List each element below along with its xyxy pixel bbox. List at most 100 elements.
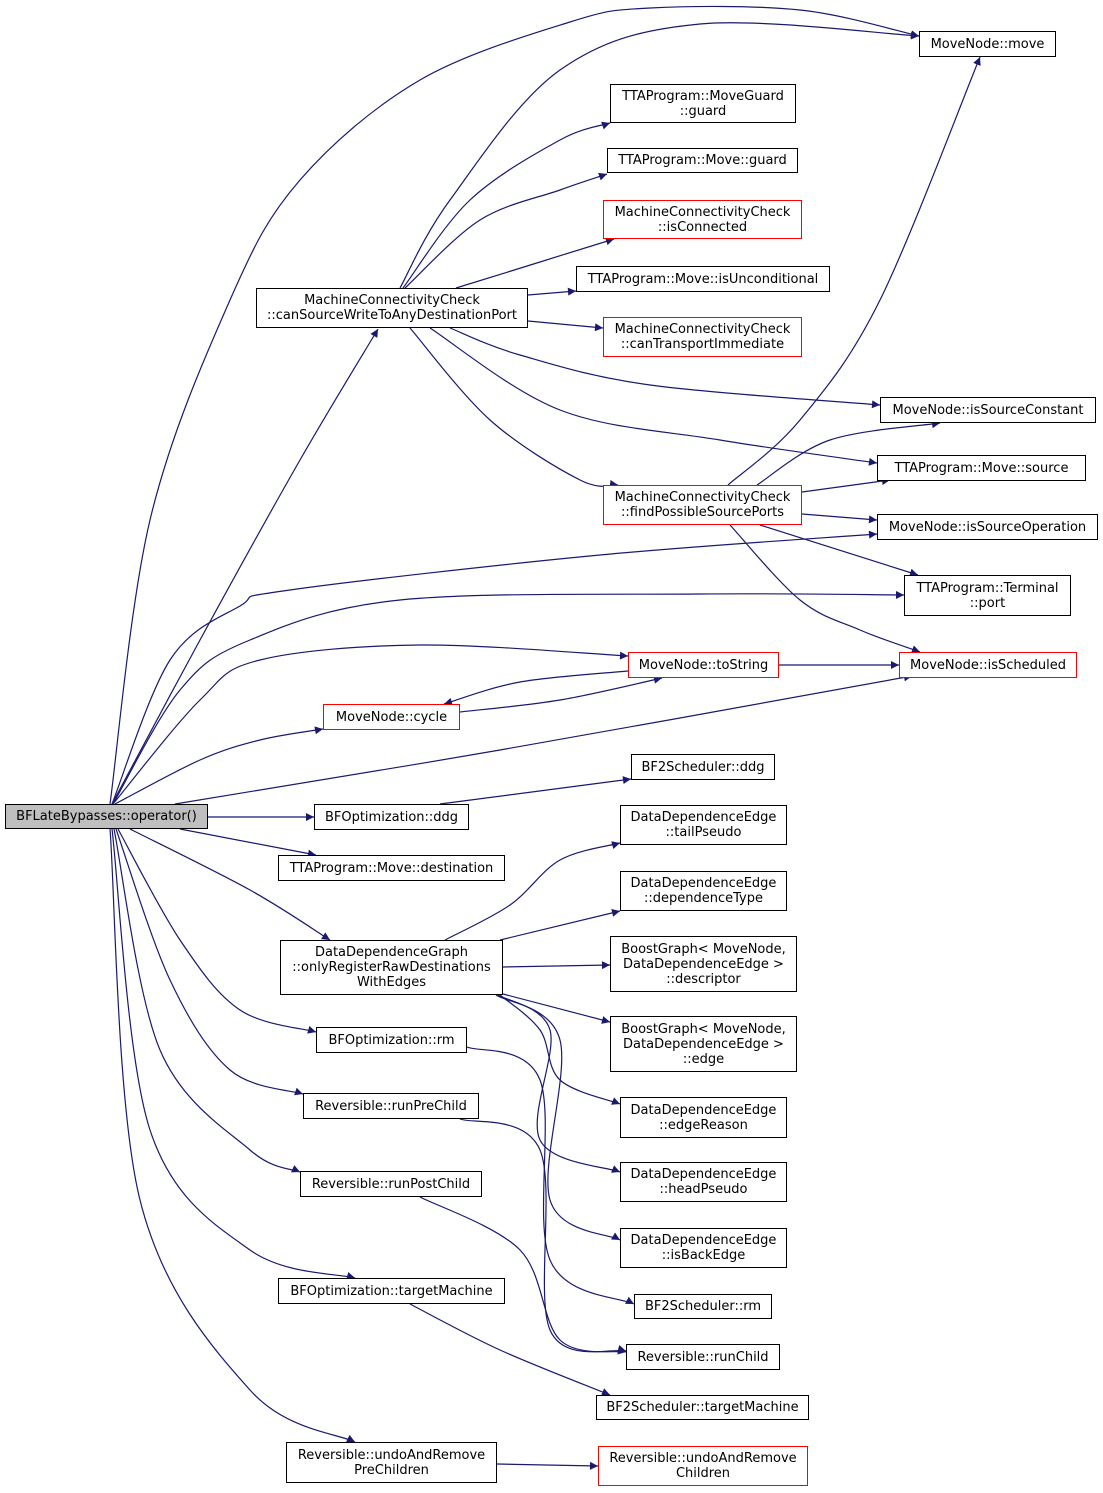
node-movenode-tostring[interactable]: MoveNode::toString	[628, 652, 779, 678]
node-label: MoveNode::isSourceOperation	[889, 520, 1086, 535]
node-label-line: BF2Scheduler::ddg	[641, 759, 765, 775]
node-moveguard-guard[interactable]: TTAProgram::MoveGuard::guard	[610, 84, 796, 123]
node-label: Reversible::runPreChild	[315, 1099, 467, 1114]
node-label: MachineConnectivityCheck::canSourceWrite…	[267, 293, 517, 323]
node-label-line: ::findPossibleSourcePorts	[621, 505, 784, 520]
edge-mcc-canwrite-to-mcc-isconnected	[455, 237, 615, 289]
node-label: BFOptimization::targetMachine	[290, 1284, 492, 1299]
node-label: MoveNode::cycle	[336, 710, 447, 725]
node-bf2-ddg[interactable]: BF2Scheduler::ddg	[631, 754, 775, 780]
node-move-guard[interactable]: TTAProgram::Move::guard	[607, 148, 798, 173]
node-label: BFLateBypasses::operator()	[16, 809, 197, 824]
node-rev-runpostchild[interactable]: Reversible::runPostChild	[300, 1171, 482, 1197]
node-bfopt-targetmachine[interactable]: BFOptimization::targetMachine	[278, 1278, 505, 1304]
node-label-line: ::edge	[682, 1051, 725, 1067]
node-bf2-rm[interactable]: BF2Scheduler::rm	[634, 1294, 772, 1319]
node-move-isunconditional[interactable]: TTAProgram::Move::isUnconditional	[576, 266, 830, 292]
node-rev-runchild[interactable]: Reversible::runChild	[626, 1344, 780, 1370]
node-mcc-canwrite[interactable]: MachineConnectivityCheck::canSourceWrite…	[256, 288, 528, 328]
node-move-destination[interactable]: TTAProgram::Move::destination	[278, 855, 505, 881]
node-movenode-isscheduled[interactable]: MoveNode::isScheduled	[899, 652, 1077, 678]
edge-ddg-onlyregister-to-dde-isbackedge	[495, 994, 621, 1241]
node-rev-runprechild[interactable]: Reversible::runPreChild	[303, 1093, 479, 1119]
node-label-line: DataDependenceEdge	[630, 1167, 777, 1182]
node-label: TTAProgram::MoveGuard::guard	[622, 89, 784, 119]
node-label-line: ::headPseudo	[659, 1182, 748, 1197]
node-bg-descriptor[interactable]: BoostGraph< MoveNode,DataDependenceEdge …	[610, 936, 797, 992]
node-label: Reversible::runChild	[637, 1350, 768, 1365]
node-label: MoveNode::isSourceConstant	[892, 403, 1083, 418]
node-label-line: TTAProgram::Move::destination	[289, 860, 494, 876]
node-terminal-port[interactable]: TTAProgram::Terminal::port	[904, 575, 1071, 616]
node-movenode-move[interactable]: MoveNode::move	[919, 31, 1056, 57]
node-label-line: MachineConnectivityCheck	[614, 204, 791, 220]
node-root[interactable]: BFLateBypasses::operator()	[5, 804, 208, 829]
node-label-line: TTAProgram::Move::isUnconditional	[587, 271, 819, 287]
node-dde-headpseudo[interactable]: DataDependenceEdge::headPseudo	[620, 1162, 787, 1202]
node-label-line: TTAProgram::Move::guard	[618, 153, 787, 168]
node-bg-edge[interactable]: BoostGraph< MoveNode,DataDependenceEdge …	[610, 1016, 797, 1072]
node-movenode-issourceconstant[interactable]: MoveNode::isSourceConstant	[880, 397, 1096, 423]
node-label-line: ::port	[969, 595, 1006, 611]
node-label-line: TTAProgram::Terminal	[916, 580, 1059, 596]
edge-mcc-findports-to-terminal-port	[759, 524, 919, 577]
node-label: DataDependenceEdge::dependenceType	[631, 876, 777, 906]
node-label-line: BF2Scheduler::targetMachine	[606, 1400, 799, 1415]
edge-ddg-onlyregister-to-dde-edgereason	[499, 994, 621, 1105]
node-bf2-targetmachine[interactable]: BF2Scheduler::targetMachine	[596, 1395, 809, 1420]
node-label-line: BFOptimization::targetMachine	[290, 1283, 493, 1299]
edge-movenode-tostring-to-movenode-cycle	[443, 670, 629, 706]
edge-rev-runpostchild-to-rev-runchild	[419, 1196, 627, 1355]
node-dde-dependencetype[interactable]: DataDependenceEdge::dependenceType	[620, 871, 787, 911]
node-label-line: ::tailPseudo	[665, 825, 742, 840]
node-mcc-isconnected[interactable]: MachineConnectivityCheck::isConnected	[603, 200, 802, 239]
node-dde-isbackedge[interactable]: DataDependenceEdge::isBackEdge	[620, 1228, 787, 1268]
edge-ddg-onlyregister-to-bg-edge	[502, 993, 611, 1024]
node-label-line: DataDependenceGraph	[314, 945, 469, 960]
node-label: BF2Scheduler::targetMachine	[606, 1400, 798, 1415]
node-label: MoveNode::isScheduled	[910, 658, 1066, 673]
node-label-line: DataDependenceEdge	[630, 810, 777, 825]
node-mcc-findports[interactable]: MachineConnectivityCheck::findPossibleSo…	[603, 485, 802, 525]
node-label-line: Reversible::undoAndRemove	[609, 1451, 797, 1466]
node-label-line: MachineConnectivityCheck	[614, 322, 791, 337]
edge-root-to-move-destination	[179, 828, 317, 858]
edge-root-to-movenode-issourceoperation	[111, 530, 878, 805]
edge-mcc-canwrite-to-movenode-issourceconstant	[449, 327, 881, 409]
node-label: DataDependenceGraph::onlyRegisterRawDest…	[292, 945, 491, 990]
node-label: BFOptimization::rm	[328, 1033, 454, 1048]
node-label-line: MoveNode::toString	[638, 657, 769, 673]
node-label-line: ::dependenceType	[643, 891, 763, 906]
edge-root-to-movenode-move	[109, 5, 920, 805]
node-label: MoveNode::toString	[639, 658, 768, 673]
node-label: BF2Scheduler::rm	[645, 1299, 761, 1314]
node-move-source[interactable]: TTAProgram::Move::source	[877, 455, 1086, 481]
node-ddg-onlyregister[interactable]: DataDependenceGraph::onlyRegisterRawDest…	[280, 940, 503, 995]
node-label-line: ::canTransportImmediate	[620, 337, 785, 352]
edge-mcc-canwrite-to-move-isunconditional	[527, 287, 577, 296]
edge-layer	[109, 5, 981, 1470]
node-label: TTAProgram::Move::source	[895, 461, 1069, 476]
node-label: Reversible::runPostChild	[312, 1177, 470, 1192]
node-bfopt-ddg[interactable]: BFOptimization::ddg	[314, 804, 469, 830]
edge-mcc-canwrite-to-move-guard	[404, 172, 608, 289]
node-dde-edgereason[interactable]: DataDependenceEdge::edgeReason	[620, 1097, 787, 1138]
edge-root-to-rev-runpostchild	[113, 828, 301, 1173]
node-label-line: MachineConnectivityCheck	[614, 490, 791, 505]
node-label-line: ::canSourceWriteToAnyDestinationPort	[267, 308, 517, 323]
edge-mcc-findports-to-movenode-issourceoperation	[801, 513, 878, 524]
node-bfopt-rm[interactable]: BFOptimization::rm	[316, 1027, 467, 1053]
edge-mcc-canwrite-to-moveguard-guard	[402, 121, 611, 289]
node-label-line: ::onlyRegisterRawDestinations	[292, 960, 491, 975]
node-movenode-cycle[interactable]: MoveNode::cycle	[323, 704, 460, 730]
node-mcc-cantransport[interactable]: MachineConnectivityCheck::canTransportIm…	[603, 317, 802, 357]
edge-ddg-onlyregister-to-dde-dependencetype	[499, 908, 621, 941]
edge-mcc-findports-to-move-source	[801, 477, 891, 493]
node-movenode-issourceoperation[interactable]: MoveNode::isSourceOperation	[877, 514, 1098, 540]
node-dde-tailpseudo[interactable]: DataDependenceEdge::tailPseudo	[620, 805, 787, 845]
